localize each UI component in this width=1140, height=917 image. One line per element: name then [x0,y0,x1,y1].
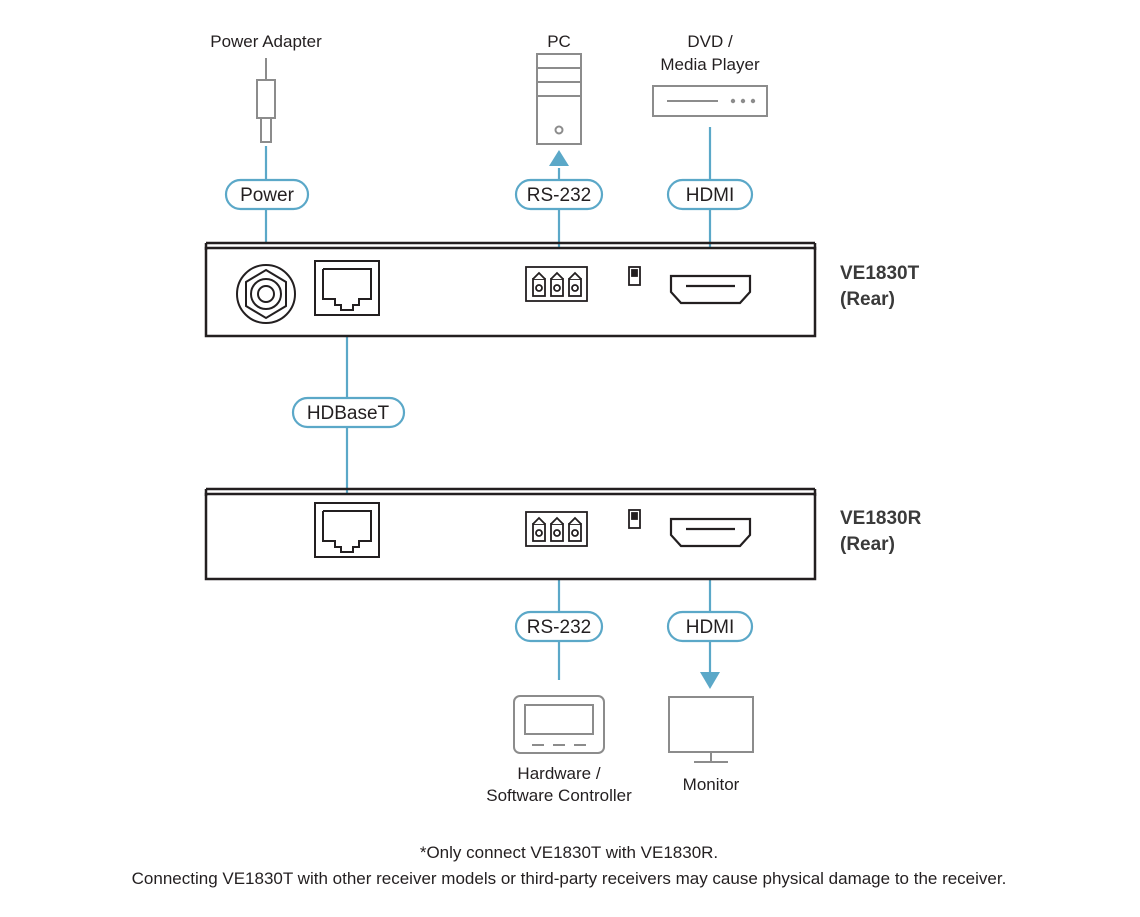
dc-power-jack-icon [236,264,296,324]
controller-icon [513,695,605,754]
transmitter-model: VE1830T [840,263,920,284]
note-line1: *Only connect VE1830T with VE1830R. [420,843,718,862]
pill-rs232-tx-label: RS-232 [527,185,591,206]
serial-terminal-block-icon [525,266,588,302]
controller-label-line2: Software Controller [486,786,632,805]
hdmi-port-icon [669,517,752,548]
dip-switch-icon [628,266,641,286]
arrow-down-to-monitor [700,672,720,689]
dip-switch-icon [628,509,641,529]
pill-hdbaset-label: HDBaseT [307,403,390,424]
rj45-port-icon [314,502,380,558]
pill-power: Power [224,178,310,211]
serial-terminal-block-icon [525,511,588,547]
monitor-icon [668,696,754,763]
arrow-up-to-pc [549,150,569,166]
receiver-model: VE1830R [840,508,922,529]
pc-label: PC [547,32,571,51]
pill-hdmi-in-label: HDMI [686,185,735,206]
monitor-label: Monitor [683,775,740,794]
pill-rs232-tx: RS-232 [514,178,604,211]
pc-tower-icon [536,53,582,145]
pill-hdmi-out: HDMI [666,610,754,643]
receiver-side: (Rear) [840,534,895,555]
cable-arrows [549,150,720,689]
pill-hdmi-out-label: HDMI [686,617,735,638]
note-line2: Connecting VE1830T with other receiver m… [132,869,1007,888]
rj45-port-icon [314,260,380,316]
pill-hdmi-in: HDMI [666,178,754,211]
pill-rs232-rx-label: RS-232 [527,617,591,638]
dvd-label-line2: Media Player [660,55,760,74]
pill-rs232-rx: RS-232 [514,610,604,643]
controller-label-line1: Hardware / [517,764,600,783]
power-adapter-label: Power Adapter [210,32,322,51]
pill-hdbaset: HDBaseT [291,396,406,429]
dvd-label-line1: DVD / [687,32,733,51]
media-player-icon [652,85,768,117]
transmitter-side: (Rear) [840,289,895,310]
hdmi-port-icon [669,274,752,305]
pill-power-label: Power [240,185,295,206]
power-adapter-icon [256,58,276,143]
